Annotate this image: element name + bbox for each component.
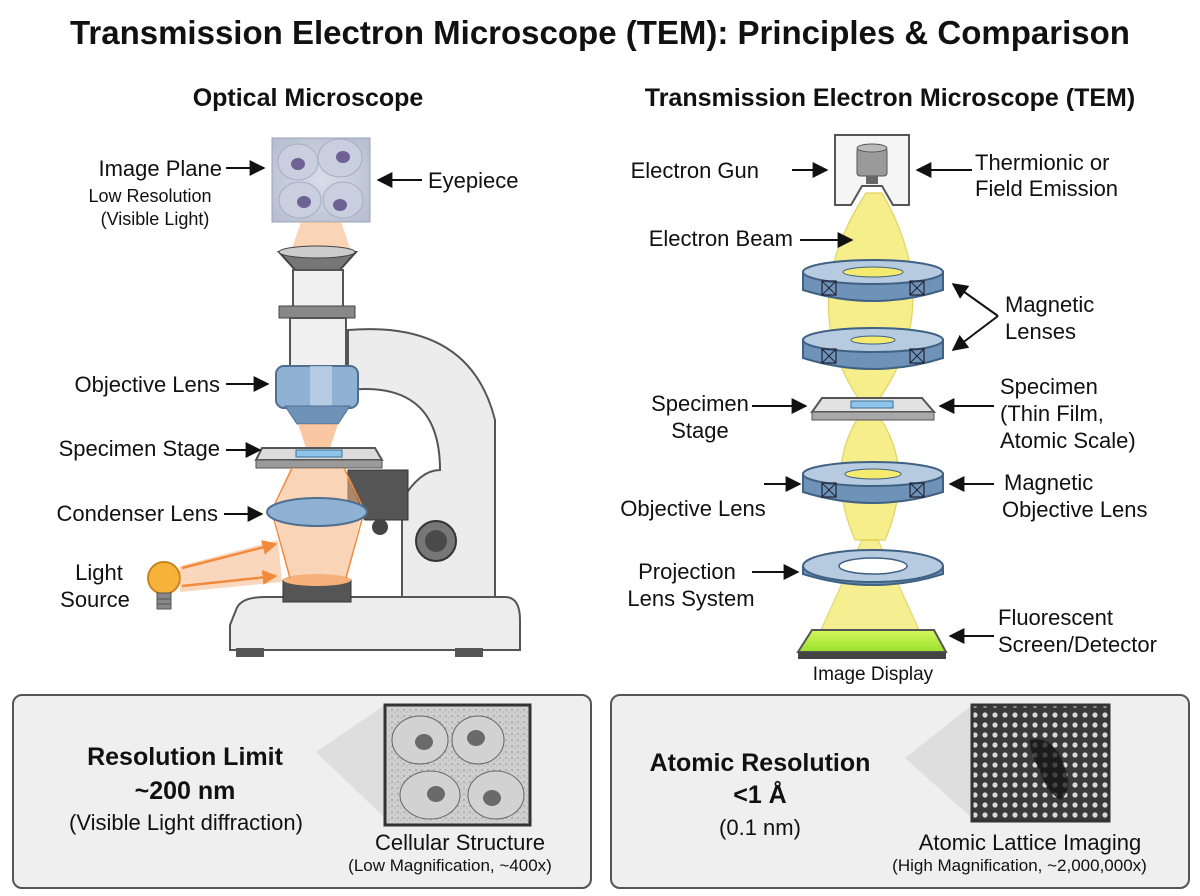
- label-image-display: Image Display: [813, 664, 934, 685]
- label-electron-beam: Electron Beam: [649, 226, 793, 251]
- optical-panel-caption: Cellular Structure: [375, 830, 545, 855]
- label-specimen-r1: Specimen: [1000, 374, 1098, 399]
- specimen-stage: [255, 459, 383, 469]
- label-fluor2: Screen/Detector: [998, 632, 1157, 657]
- magnetic-lens-1: [802, 259, 944, 302]
- label-condenser-lens: Condenser Lens: [57, 501, 218, 526]
- tem-heading: Transmission Electron Microscope (TEM): [644, 84, 1136, 112]
- tem-magnified-view: [905, 703, 1111, 823]
- label-thermionic: Thermionic or: [975, 150, 1109, 175]
- condenser-lens: [266, 497, 368, 527]
- image-plane-picture: [271, 137, 371, 223]
- microscope-base: [229, 596, 521, 651]
- label-fluor1: Fluorescent: [998, 605, 1113, 630]
- label-projection1: Projection: [638, 559, 736, 584]
- label-projection2: Lens System: [627, 586, 754, 611]
- label-low-resolution: Low Resolution: [88, 186, 211, 206]
- optical-panel-title-2: ~200 nm: [134, 777, 236, 805]
- magnetic-lens-2: [802, 327, 944, 370]
- tem-panel-caption-2: (High Magnification, ~2,000,000x): [892, 856, 1147, 875]
- label-light: Light: [75, 560, 123, 585]
- label-mag-obj2: Objective Lens: [1002, 497, 1148, 522]
- label-eyepiece: Eyepiece: [428, 168, 519, 193]
- label-lenses: Lenses: [1005, 319, 1076, 344]
- label-specimen-left2: Stage: [671, 418, 729, 443]
- tem-panel-subtitle: (0.1 nm): [719, 815, 801, 840]
- optical-panel-caption-2: (Low Magnification, ~400x): [348, 856, 552, 875]
- label-specimen-left1: Specimen: [651, 391, 749, 416]
- label-magnetic: Magnetic: [1005, 292, 1094, 317]
- label-specimen-r3: Atomic Scale): [1000, 428, 1136, 453]
- light-bulb-icon: [147, 561, 181, 610]
- label-objective-lens: Objective Lens: [74, 372, 220, 397]
- label-specimen-stage: Specimen Stage: [59, 436, 220, 461]
- optical-microscope: Image Plane Low Resolution (Visible Ligh…: [57, 137, 521, 657]
- tem-specimen-stage: [811, 411, 935, 421]
- label-visible-light: (Visible Light): [101, 209, 210, 229]
- optical-magnified-view: [316, 703, 532, 827]
- optical-heading: Optical Microscope: [192, 84, 424, 112]
- tem-panel-caption: Atomic Lattice Imaging: [918, 830, 1142, 855]
- page-title: Transmission Electron Microscope (TEM): …: [70, 14, 1130, 51]
- label-mag-obj1: Magnetic: [1004, 470, 1093, 495]
- optical-panel-subtitle: (Visible Light diffraction): [69, 810, 303, 835]
- tem-panel-title-1: Atomic Resolution: [649, 749, 871, 777]
- tem-panel-title-2: <1 Å: [733, 781, 787, 809]
- label-specimen-r2: (Thin Film,: [1000, 401, 1104, 426]
- label-tem-objective-lens: Objective Lens: [620, 496, 766, 521]
- optical-panel-title-1: Resolution Limit: [87, 743, 283, 771]
- fluorescent-screen: [796, 629, 948, 659]
- projection-lens: [802, 549, 944, 586]
- magnetic-objective-lens: [802, 461, 944, 504]
- label-source: Source: [60, 587, 130, 612]
- microscope-arm: [347, 328, 496, 606]
- tem-microscope: Electron Gun Thermionic or Field Emissio…: [620, 134, 1157, 685]
- label-image-plane: Image Plane: [98, 156, 222, 181]
- label-field-emission: Field Emission: [975, 176, 1118, 201]
- label-electron-gun: Electron Gun: [631, 158, 759, 183]
